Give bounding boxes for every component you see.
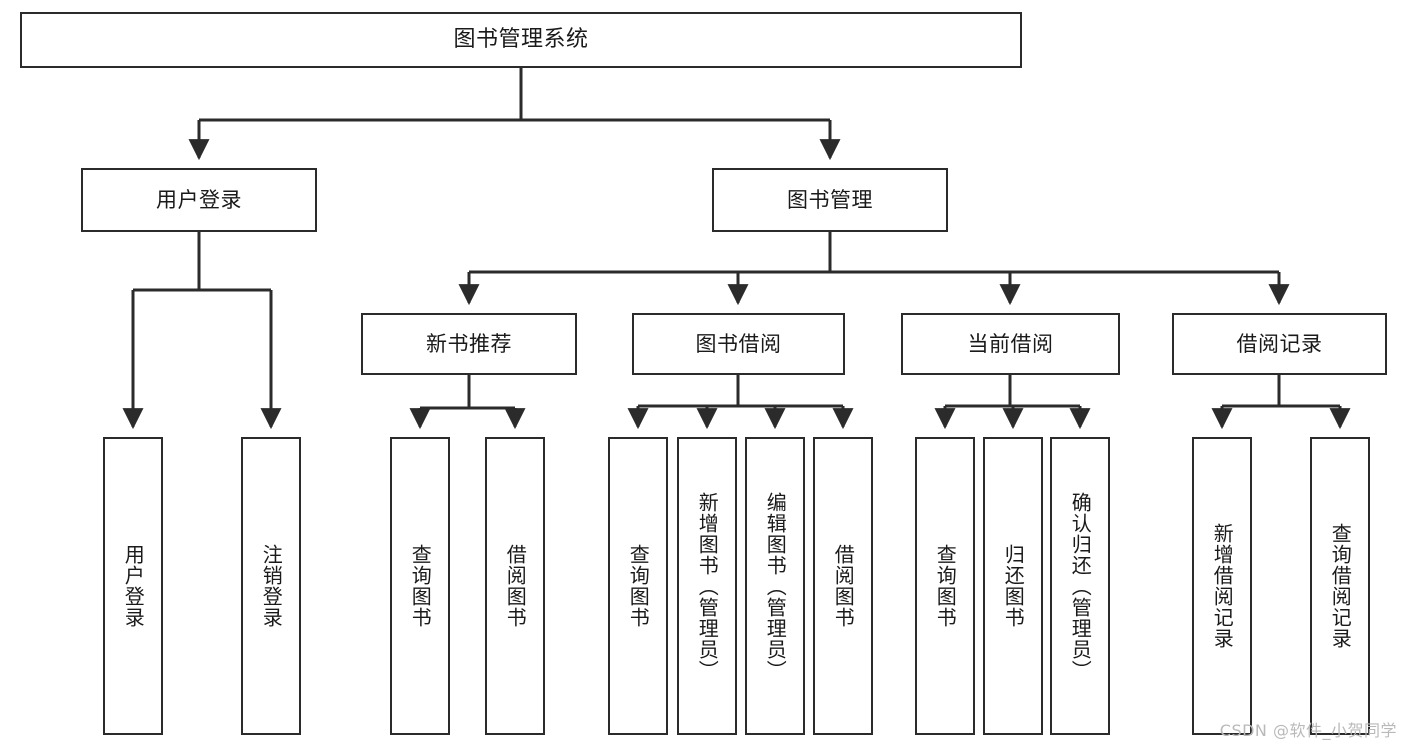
node-leaf-query-book-2[interactable]: 查询图书 (608, 437, 668, 735)
node-label: 查询图书 (626, 544, 651, 628)
node-label: 当前借阅 (967, 331, 1054, 356)
node-label: 新增图书（管理员） (695, 491, 720, 681)
node-leaf-add-record[interactable]: 新增借阅记录 (1192, 437, 1252, 735)
node-leaf-query-record[interactable]: 查询借阅记录 (1310, 437, 1370, 735)
node-new-book-recommend[interactable]: 新书推荐 (361, 313, 577, 375)
node-label: 图书管理 (787, 187, 873, 212)
node-label: 借阅记录 (1236, 331, 1323, 356)
node-leaf-borrow-book-2[interactable]: 借阅图书 (813, 437, 873, 735)
node-label: 确认归还（管理员） (1068, 491, 1093, 681)
node-leaf-confirm-return[interactable]: 确认归还（管理员） (1050, 437, 1110, 735)
node-leaf-add-book[interactable]: 新增图书（管理员） (677, 437, 737, 735)
node-label: 新书推荐 (426, 331, 512, 356)
node-borrow-record[interactable]: 借阅记录 (1172, 313, 1387, 375)
node-current-borrow[interactable]: 当前借阅 (901, 313, 1120, 375)
node-label: 图书管理系统 (453, 27, 589, 53)
node-leaf-user-logout[interactable]: 注销登录 (241, 437, 301, 735)
node-label: 查询借阅记录 (1328, 523, 1353, 649)
node-label: 查询图书 (933, 544, 958, 628)
node-leaf-query-book-3[interactable]: 查询图书 (915, 437, 975, 735)
node-label: 用户登录 (121, 544, 146, 628)
node-leaf-borrow-book-1[interactable]: 借阅图书 (485, 437, 545, 735)
node-label: 查询图书 (408, 544, 433, 628)
node-label: 借阅图书 (503, 544, 528, 628)
node-label: 图书借阅 (695, 331, 782, 356)
node-leaf-edit-book[interactable]: 编辑图书（管理员） (745, 437, 805, 735)
node-label: 归还图书 (1001, 544, 1026, 628)
node-book-management[interactable]: 图书管理 (712, 168, 948, 232)
node-label: 编辑图书（管理员） (763, 491, 788, 681)
node-label: 用户登录 (156, 187, 242, 212)
node-root-system[interactable]: 图书管理系统 (20, 12, 1022, 68)
node-label: 新增借阅记录 (1210, 523, 1235, 649)
node-label: 借阅图书 (831, 544, 856, 628)
node-book-borrow[interactable]: 图书借阅 (632, 313, 845, 375)
node-leaf-user-login[interactable]: 用户登录 (103, 437, 163, 735)
node-label: 注销登录 (259, 544, 284, 628)
node-leaf-query-book-1[interactable]: 查询图书 (390, 437, 450, 735)
node-user-login[interactable]: 用户登录 (81, 168, 317, 232)
node-leaf-return-book[interactable]: 归还图书 (983, 437, 1043, 735)
